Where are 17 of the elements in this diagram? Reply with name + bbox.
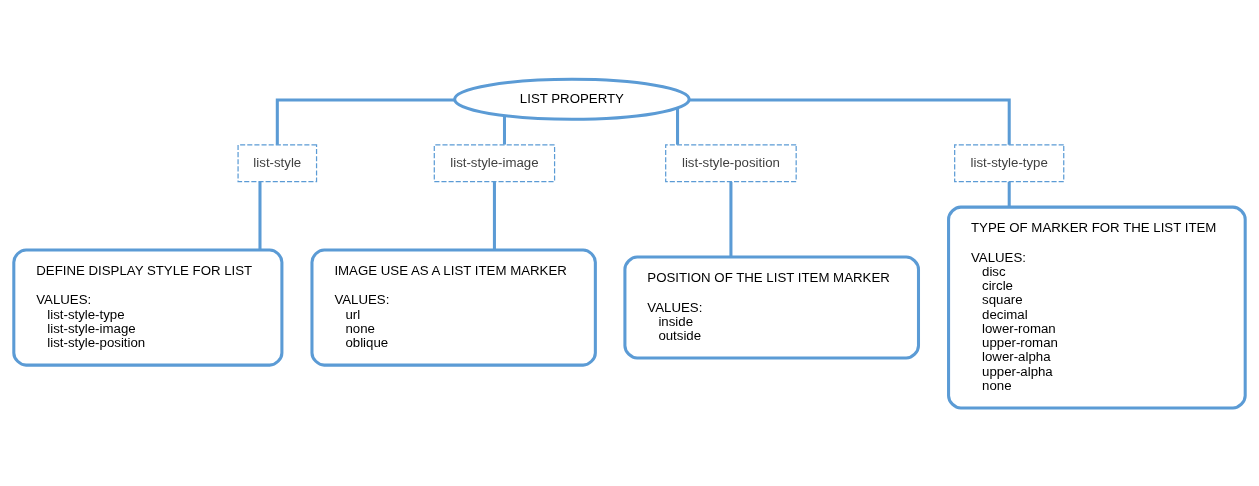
node-box: list-style-image [433, 143, 556, 182]
connector [689, 98, 1011, 145]
connector [676, 107, 680, 145]
node-box: list-style [237, 143, 318, 182]
node-box: POSITION OF THE LIST ITEM MARKER VALUES: inside outside [623, 255, 920, 359]
node-box: list-style-type [954, 143, 1065, 182]
node-box: list-style-position [665, 143, 797, 182]
node-box: DEFINE DISPLAY STYLE FOR LIST VALUES: list-style-type list-style-image list-style-position [12, 247, 284, 367]
connector [502, 115, 507, 145]
connector [258, 181, 262, 250]
node-box: IMAGE USE AS A LIST ITEM MARKER VALUES: url none oblique [310, 247, 597, 367]
connector [275, 98, 455, 145]
connector [729, 181, 733, 257]
connector [492, 181, 496, 250]
connector [1007, 181, 1011, 207]
node-ellipse: LIST PROPERTY [453, 77, 691, 121]
node-box: TYPE OF MARKER FOR THE LIST ITEM VALUES: disc circle square decimal lower-roman upper-roman lower-alpha upper-alpha none [947, 205, 1247, 409]
